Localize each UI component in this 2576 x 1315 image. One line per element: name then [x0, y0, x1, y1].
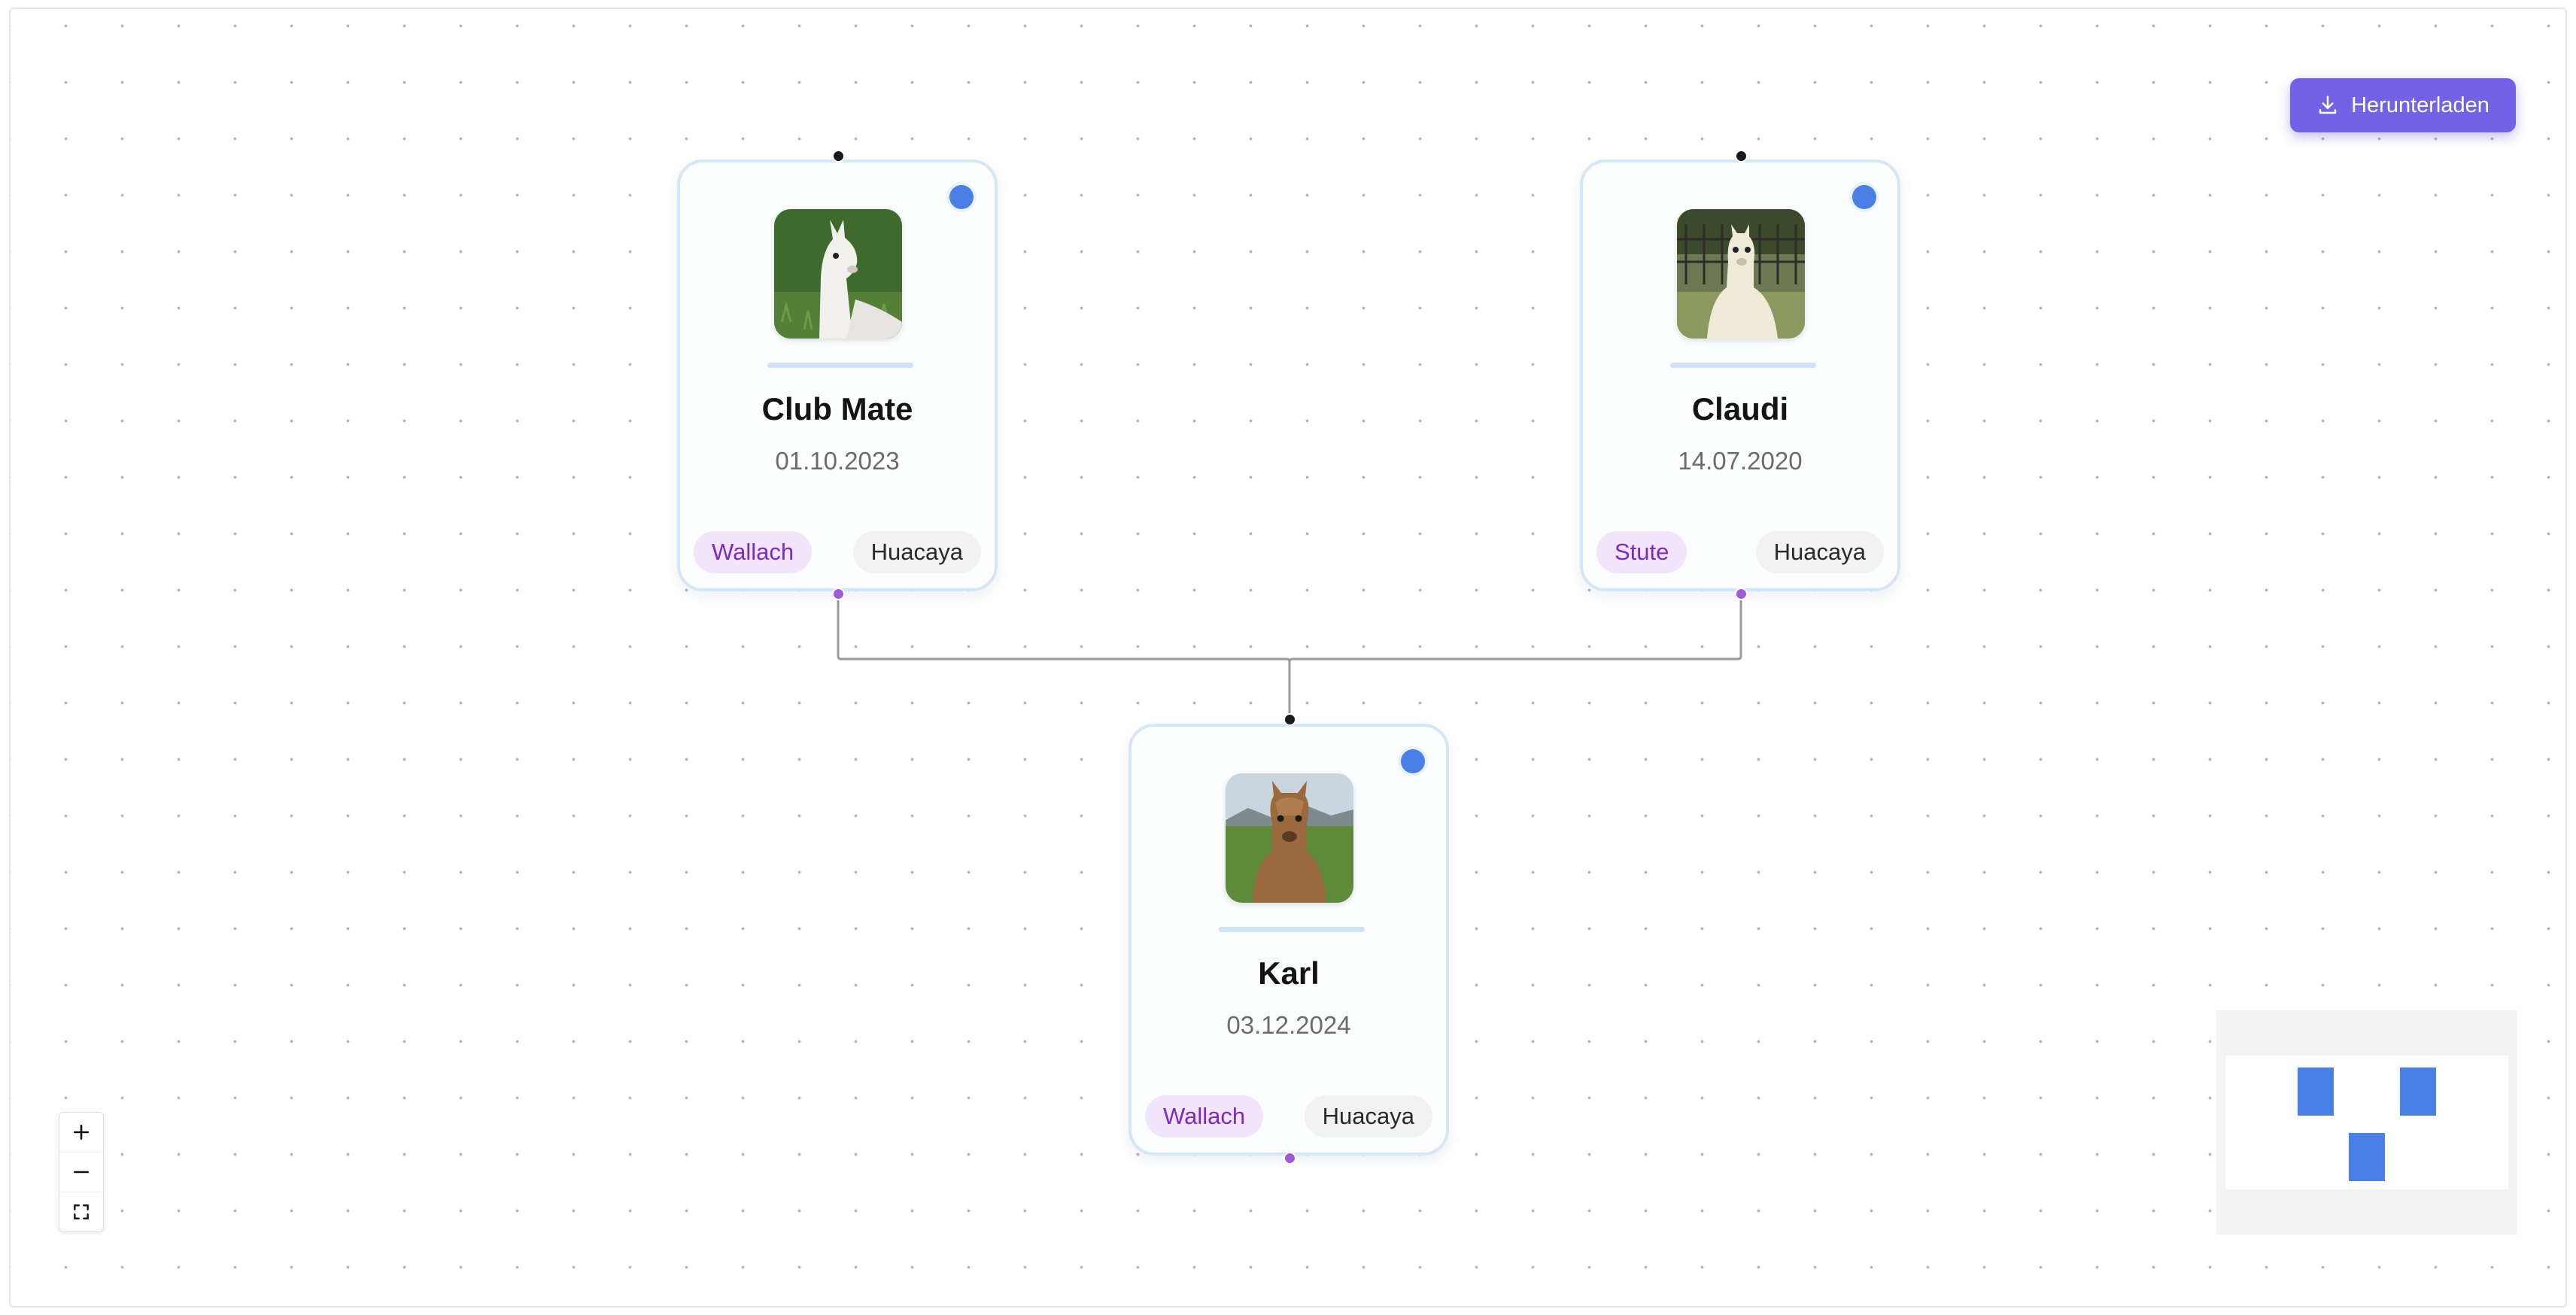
download-label: Herunterladen — [2351, 93, 2489, 117]
fit-view-button[interactable] — [59, 1192, 103, 1231]
node-claudi[interactable]: Claudi 14.07.2020 Stute Huacaya — [1580, 159, 1900, 591]
target-handle-claudi[interactable] — [1735, 150, 1748, 162]
breed-tag: Huacaya — [852, 531, 981, 573]
sex-tag: Wallach — [1145, 1095, 1264, 1137]
node-club-mate[interactable]: Club Mate 01.10.2023 Wallach Huacaya — [677, 159, 998, 591]
alpaca-photo — [1226, 773, 1353, 903]
birth-date: 01.10.2023 — [775, 447, 900, 475]
minimap-node-club-mate — [2298, 1067, 2334, 1116]
minus-icon — [74, 1171, 89, 1174]
divider-bar — [1670, 363, 1816, 368]
minimap-node-claudi — [2400, 1067, 2436, 1116]
target-handle-karl[interactable] — [1283, 713, 1296, 726]
birth-date: 14.07.2020 — [1678, 447, 1803, 475]
divider-bar — [1219, 927, 1365, 932]
download-button[interactable]: Herunterladen — [2290, 78, 2516, 132]
minimap[interactable] — [2216, 1010, 2517, 1235]
divider-bar — [767, 363, 913, 368]
sex-tag: Wallach — [694, 531, 813, 573]
download-icon — [2319, 96, 2337, 114]
alpaca-name: Karl — [1258, 955, 1320, 991]
fullscreen-icon — [74, 1204, 89, 1219]
status-dot — [949, 185, 974, 209]
target-handle-club-mate[interactable] — [832, 150, 845, 162]
zoom-in-button[interactable] — [59, 1113, 103, 1153]
breed-tag: Huacaya — [1755, 531, 1884, 573]
breed-tag: Huacaya — [1304, 1095, 1432, 1137]
sex-tag: Stute — [1596, 531, 1687, 573]
birth-date: 03.12.2024 — [1226, 1011, 1351, 1039]
source-handle-karl[interactable] — [1283, 1152, 1296, 1165]
edge-claudi-to-karl — [1288, 594, 1742, 716]
minimap-node-karl — [2349, 1133, 2385, 1181]
source-handle-claudi[interactable] — [1735, 588, 1748, 600]
source-handle-club-mate[interactable] — [832, 588, 845, 600]
node-karl[interactable]: Karl 03.12.2024 Wallach Huacaya — [1129, 724, 1449, 1156]
zoom-out-button[interactable] — [59, 1153, 103, 1192]
status-dot — [1401, 749, 1425, 773]
alpaca-name: Claudi — [1691, 391, 1789, 427]
zoom-controls — [59, 1112, 104, 1232]
status-dot — [1852, 185, 1876, 209]
alpaca-name: Club Mate — [761, 391, 913, 427]
edge-club-mate-to-karl — [837, 594, 1291, 716]
plus-icon — [74, 1125, 89, 1140]
alpaca-photo — [774, 209, 902, 339]
flow-canvas[interactable] — [9, 8, 2567, 1307]
alpaca-photo — [1677, 209, 1805, 339]
